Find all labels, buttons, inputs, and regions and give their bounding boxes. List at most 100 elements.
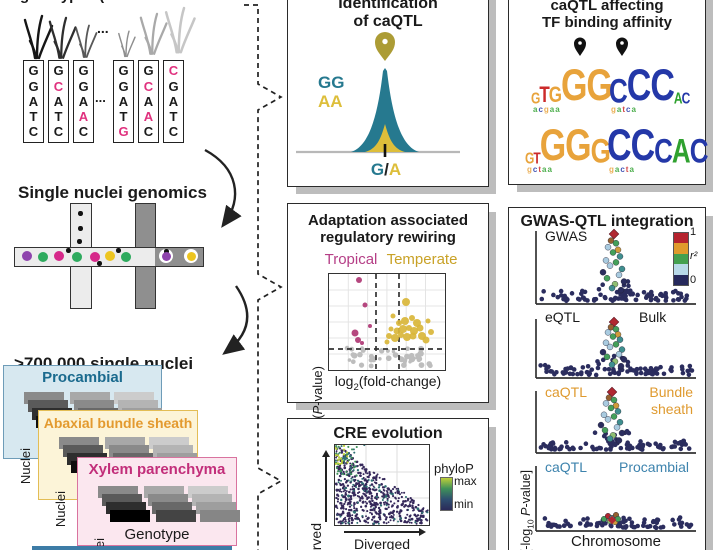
logo-letter: T: [533, 148, 540, 168]
droplet-nucleus-dot: [161, 251, 171, 261]
phylop-legend-title: phyloP: [434, 461, 474, 476]
snp-pin-icon: [616, 37, 628, 56]
logo-letter: G: [560, 60, 587, 111]
panel-title-line2: TF binding affinity: [542, 14, 672, 31]
plant-genotypes-row: [14, 2, 214, 60]
pin-dot: [382, 38, 388, 45]
logo-letter: C: [654, 130, 673, 171]
diverged-label: Diverged: [353, 536, 411, 550]
celltype-title: Abaxial bundle sheath: [43, 415, 193, 431]
colorbar-segment: [674, 233, 688, 244]
workflow-arrow-2: [222, 285, 249, 355]
tropical-label: Tropical: [324, 251, 378, 268]
conserved-axis-line: [325, 456, 327, 522]
plot-label-procambial: Procambial: [619, 459, 690, 475]
nuclei-matrix-sheet: [200, 510, 240, 522]
volcano-dots: [329, 274, 445, 370]
plant-icon: [48, 16, 77, 59]
logo-letter: G: [531, 88, 540, 108]
droplet-nucleus-dot: [186, 251, 196, 261]
plot-label-bundle-sheath: Bundle sheath: [649, 384, 693, 417]
phylop-min-label: min: [454, 497, 474, 511]
sequence-ellipsis: ...: [95, 90, 106, 105]
plot-label-caqtl-bs: caQTL: [545, 384, 588, 400]
barcode-bead-dot: [78, 211, 83, 216]
volcano-plot-area: [328, 273, 446, 371]
panel-gwas-qtl-integration: GWAS-QTL integration Association [-log10…: [508, 207, 706, 550]
allele-gg-label: GG: [318, 73, 345, 92]
logo-letter: C: [650, 60, 675, 111]
barcode-bead-dot: [116, 248, 121, 253]
plot-label-bulk: Bulk: [639, 309, 667, 325]
colorbar-segment: [674, 243, 688, 254]
barcode-bead-dot: [77, 239, 82, 244]
panel-cre-evolution: CRE evolution Conserved Diverged phyloP …: [287, 418, 489, 550]
genotype-axis-label: Genotype: [124, 526, 190, 543]
plot-label-gwas: GWAS: [545, 228, 588, 244]
nucleus-dot: [22, 251, 32, 261]
peak-major-allele: [351, 68, 419, 152]
volcano-xlabel: log2(fold-change): [334, 373, 442, 393]
phylop-max-label: max: [454, 474, 477, 488]
logo-letter: G: [539, 120, 566, 171]
logo-letter: G: [548, 81, 562, 108]
logo-letter: A: [671, 130, 691, 171]
panel-title-line2: of caQTL: [353, 13, 423, 30]
accessibility-peak-plot: [296, 32, 460, 157]
dashed-brace: [244, 4, 283, 550]
plant-icon: [139, 12, 168, 55]
logo-letter: C: [689, 130, 709, 171]
nucleus-dot: [38, 252, 48, 262]
colorbar-bottom-label: 0: [690, 274, 697, 286]
celltype-title: Xylem parenchyma: [88, 461, 226, 478]
colorbar-mid-label: r²: [690, 250, 698, 262]
nucleus-dot: [90, 252, 100, 262]
logo-letter: G: [590, 130, 611, 171]
plot-label-caqtl-pc: caQTL: [545, 459, 588, 475]
r2-colorbar: [673, 232, 689, 286]
panel-identification-caqtl: Identification of caQTL GG AA G/A: [287, 0, 489, 187]
panel-title-line1: Identification: [338, 0, 438, 12]
barcode-bead-dot: [164, 249, 169, 254]
logo-letter: A: [673, 88, 683, 108]
logo-letter: C: [681, 88, 691, 108]
clipped-bottom-panel: [32, 546, 232, 550]
panel-title-line1: Adaptation associated: [307, 212, 469, 229]
snp-pin-icon: [375, 32, 395, 61]
nuclei-matrix-sheet: [110, 510, 150, 522]
nucleus-dot: [105, 251, 115, 261]
barcode-bead-dot: [97, 261, 102, 266]
snp-genotype-label: G/A: [370, 160, 402, 179]
nucleus-dot: [72, 252, 82, 262]
microfluidic-horizontal-light-channel: [14, 247, 159, 267]
colorbar-segment: [674, 274, 688, 286]
plant-icon: [75, 24, 98, 58]
cre-plot-area: [334, 444, 430, 526]
logo-letter: C: [630, 120, 656, 171]
logo-letter: G: [586, 60, 612, 111]
panel-title-line1: caQTL affecting: [550, 0, 664, 14]
chromosome-xlabel: Chromosome: [570, 533, 662, 550]
manhattan-plots: [535, 228, 696, 532]
colorbar-segment: [674, 253, 688, 265]
nuclei-matrix-sheet: [156, 510, 196, 522]
plot-label-eqtl: eQTL: [545, 309, 581, 325]
plants-ellipsis: ...: [97, 20, 109, 36]
diverged-axis-line: [344, 531, 420, 533]
nucleus-dot: [54, 251, 64, 261]
conserved-axis-arrowhead: [322, 450, 330, 457]
allele-aa-label: AA: [318, 92, 343, 111]
barcode-bead-dot: [78, 226, 83, 231]
phylop-colorbar: [440, 477, 453, 511]
panel-title-line2: regulatory rewiring: [320, 229, 456, 246]
